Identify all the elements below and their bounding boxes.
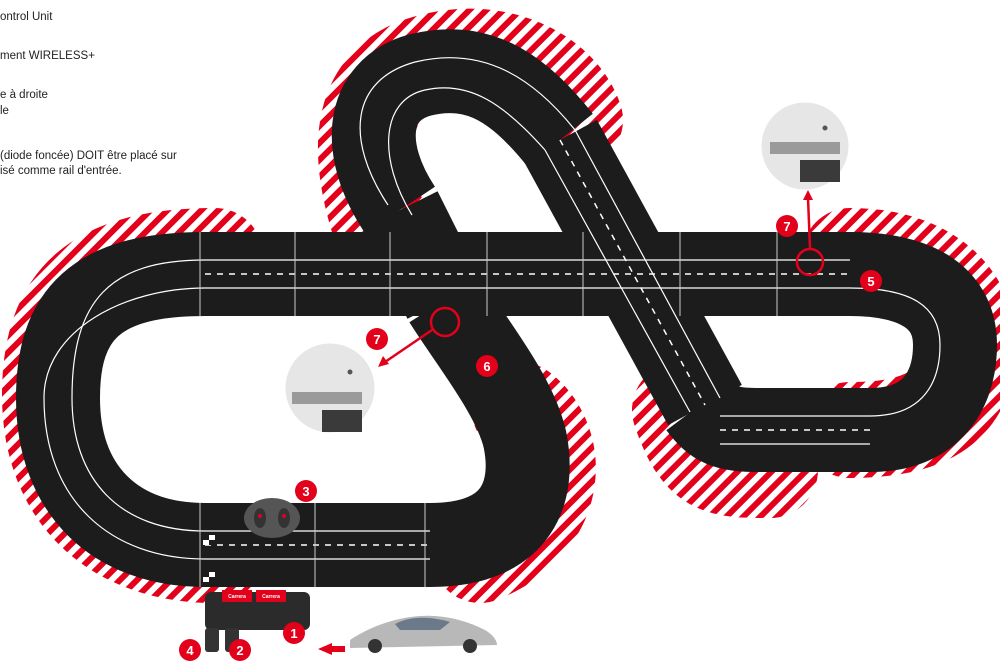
control-unit-logo-2: Carrera	[262, 594, 280, 600]
badge-4: 4	[179, 639, 201, 661]
badge-6: 6	[476, 355, 498, 377]
badge-2: 2	[229, 639, 251, 661]
control-unit-logo-1: Carrera	[228, 594, 246, 600]
badge-5: 5	[860, 270, 882, 292]
svg-text:2: 2	[236, 643, 243, 658]
badge-7-left: 7	[366, 328, 388, 350]
track-left-loop	[58, 274, 205, 545]
track-bottom-right	[700, 405, 870, 430]
svg-text:7: 7	[783, 219, 790, 234]
badge-7-top: 7	[776, 215, 798, 237]
svg-text:5: 5	[867, 274, 874, 289]
wireless-receiver	[244, 498, 300, 538]
svg-text:6: 6	[483, 359, 490, 374]
badge-1: 1	[283, 622, 305, 644]
track-top-loop	[374, 71, 560, 210]
badge-3: 3	[295, 480, 317, 502]
svg-text:7: 7	[373, 332, 380, 347]
detail-inset-top-right	[760, 101, 850, 191]
detail-inset-left	[284, 342, 376, 434]
svg-text:4: 4	[186, 643, 194, 658]
car-image	[350, 616, 497, 653]
track-diagonal-up	[400, 210, 445, 300]
svg-text:3: 3	[302, 484, 309, 499]
arrow-car-to-cu	[318, 643, 345, 655]
svg-text:1: 1	[290, 626, 297, 641]
